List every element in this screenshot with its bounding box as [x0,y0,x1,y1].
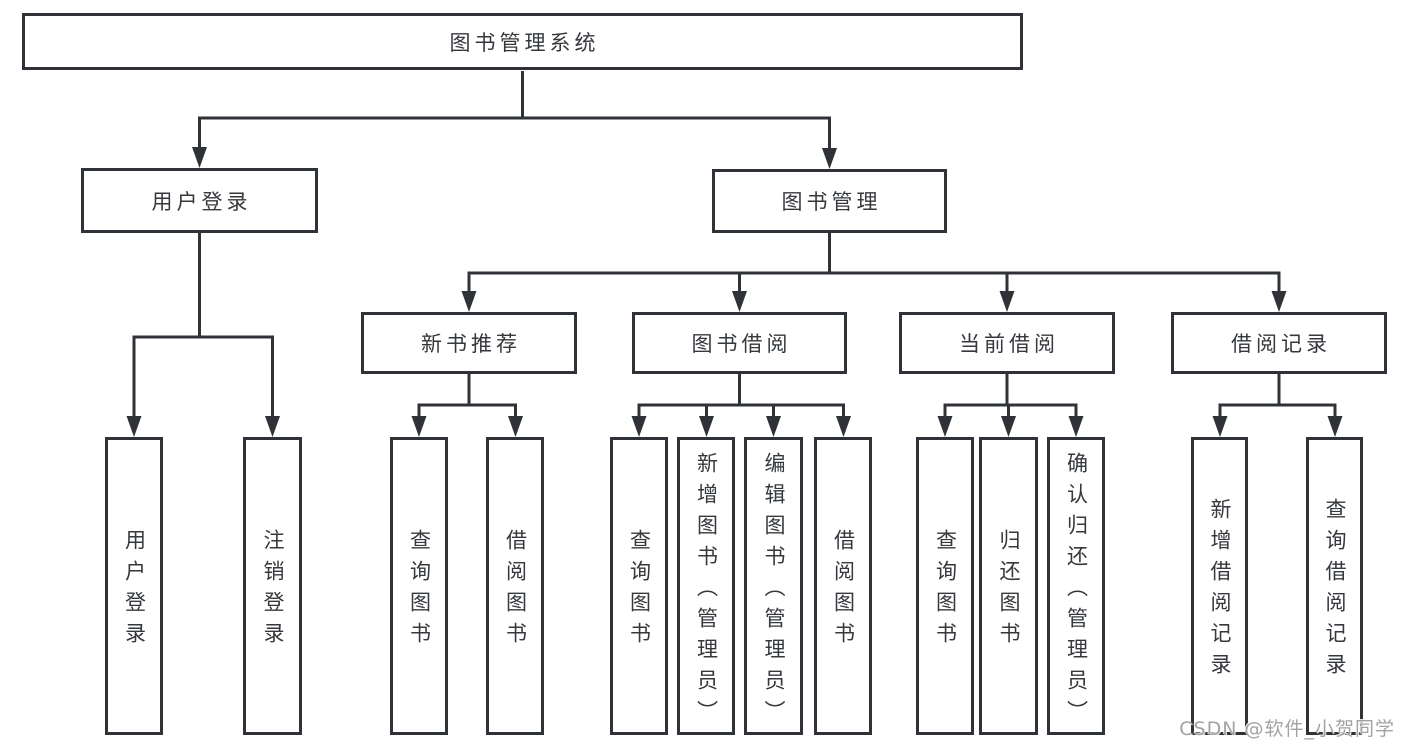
node-current-borrowing: 当前借阅 [899,312,1115,374]
node-book-borrowing-label: 图书借阅 [691,332,792,356]
node-book-management-label: 图书管理 [781,190,882,214]
leaf-borrowing-query-books: 查询图书 [610,437,668,735]
node-root-library-management-system: 图书管理系统 [22,13,1023,70]
leaf-query-borrow-record: 查询借阅记录 [1306,437,1363,735]
leaf-edit-books-admin-label: 编辑图书（管理员） [762,451,786,731]
leaf-query-borrow-record-label: 查询借阅记录 [1323,498,1347,684]
leaf-user-login-label: 用户登录 [122,529,147,653]
leaf-newbook-borrow-books: 借阅图书 [486,437,544,735]
leaf-newbook-borrow-books-label: 借阅图书 [503,529,528,653]
leaf-borrowing-query-books-label: 查询图书 [627,529,652,653]
leaf-add-borrow-record-label: 新增借阅记录 [1208,498,1232,684]
node-root-label: 图书管理系统 [449,30,600,55]
watermark: CSDN @软件_小贺同学 [1179,718,1395,740]
node-new-book-recommendation: 新书推荐 [361,312,577,374]
leaf-borrowing-borrow-books: 借阅图书 [814,437,872,735]
leaf-add-books-admin: 新增图书（管理员） [677,437,735,735]
leaf-add-borrow-record: 新增借阅记录 [1191,437,1248,735]
leaf-return-books-label: 归还图书 [997,529,1021,653]
node-borrowing-records-label: 借阅记录 [1231,332,1331,356]
leaf-edit-books-admin: 编辑图书（管理员） [744,437,803,735]
leaf-return-books: 归还图书 [979,437,1038,735]
leaf-current-query-books-label: 查询图书 [933,529,958,653]
leaf-current-query-books: 查询图书 [916,437,974,735]
leaf-borrowing-borrow-books-label: 借阅图书 [831,529,856,653]
leaf-logout-label: 注销登录 [261,529,285,653]
node-book-management: 图书管理 [712,169,947,233]
leaf-newbook-query-books-label: 查询图书 [407,529,432,653]
node-user-login: 用户登录 [81,168,318,233]
leaf-newbook-query-books: 查询图书 [390,437,448,735]
leaf-add-books-admin-label: 新增图书（管理员） [694,451,719,731]
node-current-borrowing-label: 当前借阅 [959,332,1059,356]
node-borrowing-records: 借阅记录 [1171,312,1387,374]
node-user-login-label: 用户登录 [151,189,252,214]
node-book-borrowing: 图书借阅 [632,312,847,374]
leaf-user-login: 用户登录 [105,437,163,735]
leaf-confirm-return-admin-label: 确认归还（管理员） [1064,451,1089,731]
leaf-logout: 注销登录 [243,437,302,735]
node-new-book-recommendation-label: 新书推荐 [421,332,521,356]
leaf-confirm-return-admin: 确认归还（管理员） [1047,437,1105,735]
